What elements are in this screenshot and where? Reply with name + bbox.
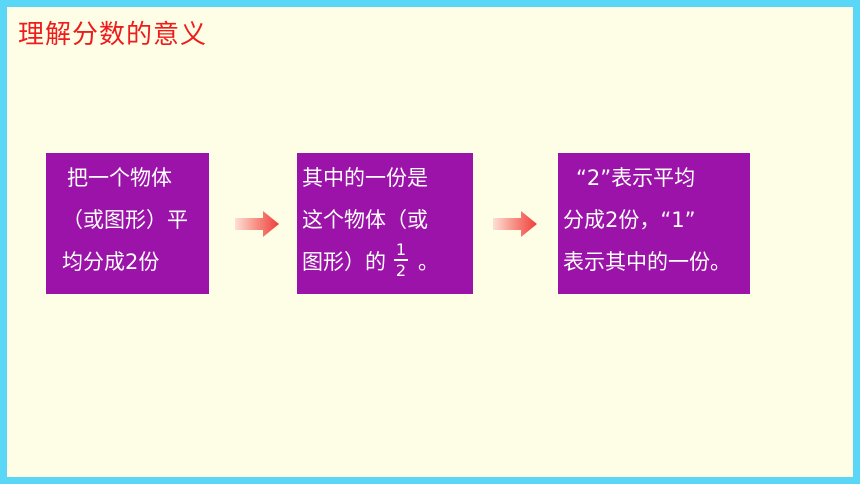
right-arrow-icon — [493, 211, 537, 237]
box-text-line: 其中的一份是 — [302, 166, 428, 190]
box-text-line: 均分成2份 — [62, 250, 160, 274]
box-text-line: 把一个物体 — [67, 166, 172, 190]
fraction-denominator: 2 — [395, 261, 407, 280]
box-text-line: 分成2份，“1” — [563, 208, 696, 232]
box-text: 图形）的 — [302, 250, 386, 274]
box-text-suffix: 。 — [418, 250, 439, 274]
right-arrow-icon — [235, 211, 279, 237]
box-text-line: “2”表示平均 — [576, 166, 696, 190]
box-text-line: 表示其中的一份。 — [563, 250, 731, 274]
fraction-numerator: 1 — [395, 240, 407, 259]
fraction-bar — [394, 259, 408, 261]
box-text-line: 这个物体（或 — [302, 208, 428, 232]
concept-box-meaning: “2”表示平均 分成2份，“1” 表示其中的一份。 — [558, 153, 750, 294]
slide-title: 理解分数的意义 — [18, 20, 208, 50]
concept-box-divide: 把一个物体 （或图形）平 均分成2份 — [46, 153, 209, 294]
box-text-line: （或图形）平 — [62, 208, 188, 232]
